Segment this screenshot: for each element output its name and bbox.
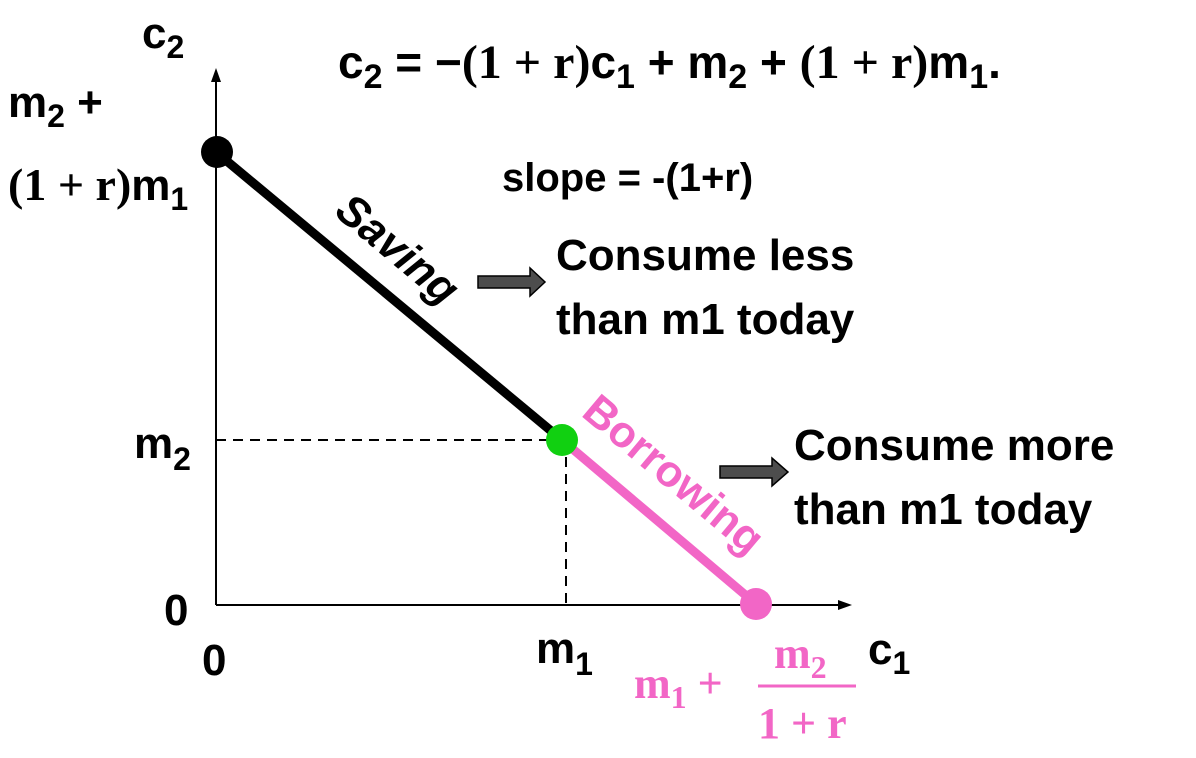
x-axis-label: c1 bbox=[868, 625, 910, 681]
budget-equation: c2 = −(1 + r)c1 + m2 + (1 + r)m1. bbox=[338, 36, 1001, 96]
y-intercept-point bbox=[201, 136, 233, 168]
saving-arrow-icon bbox=[477, 266, 547, 298]
y-intercept-label-line1: m2 + bbox=[8, 78, 103, 134]
x-axis-arrowhead bbox=[838, 600, 852, 610]
borrowing-note-line1: Consume more bbox=[794, 421, 1114, 470]
endowment-point bbox=[546, 424, 578, 456]
svg-text:m2: m2 bbox=[774, 629, 827, 685]
y-axis-label: c2 bbox=[142, 9, 184, 65]
saving-note-line2: than m1 today bbox=[556, 295, 855, 344]
x-intercept-point bbox=[740, 588, 772, 620]
svg-text:1 + r: 1 + r bbox=[758, 699, 847, 748]
slope-label: slope = -(1+r) bbox=[502, 156, 753, 200]
y-intercept-label-line2: (1 + r)m1 bbox=[8, 159, 188, 217]
y-axis-arrowhead bbox=[211, 68, 221, 82]
x-intercept-label: m1 + m2 1 + r bbox=[634, 629, 856, 748]
saving-label: Saving bbox=[327, 184, 469, 314]
saving-segment bbox=[213, 148, 565, 444]
x-endowment-label: m1 bbox=[536, 624, 593, 682]
origin-x-label: 0 bbox=[202, 636, 226, 685]
borrowing-segment bbox=[559, 436, 759, 608]
svg-text:m1 +: m1 + bbox=[634, 659, 723, 715]
y-endowment-label: m2 bbox=[134, 419, 191, 477]
borrowing-note-line2: than m1 today bbox=[794, 485, 1093, 534]
saving-note-line1: Consume less bbox=[556, 231, 854, 280]
borrowing-arrow-icon bbox=[719, 456, 790, 488]
origin-y-label: 0 bbox=[164, 586, 188, 635]
